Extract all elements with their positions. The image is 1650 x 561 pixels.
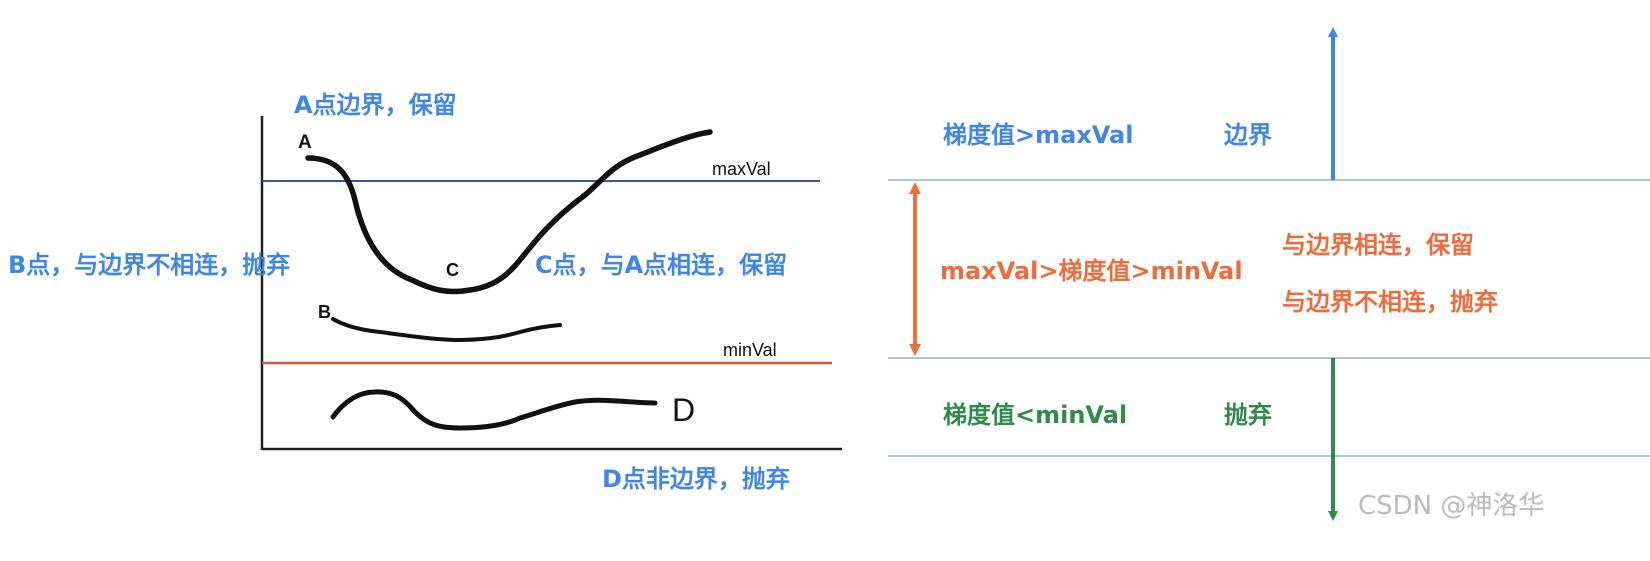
csdn-watermark: CSDN @神洛华 [1358,491,1544,521]
max-threshold-label: maxVal [712,159,771,179]
right-threshold-rules: 梯度值>maxVal 边界 maxVal>梯度值>minVal 与边界相连，保留… [888,27,1650,521]
result-connected-keep: 与边界相连，保留 [1282,231,1474,259]
left-hysteresis-sketch: maxVal minVal A B C D A点边界，保留 B点，与边界不相连，… [8,91,842,493]
point-d-letter: D [672,392,695,428]
curve-b [331,317,562,342]
note-a-boundary-keep: A点边界，保留 [294,91,457,119]
curve-a-to-c [305,129,713,295]
point-c-letter: C [446,260,459,280]
result-discard: 抛弃 [1224,401,1272,429]
condition-between: maxVal>梯度值>minVal [940,257,1243,285]
min-threshold-label: minVal [723,340,777,360]
point-a-letter: A [298,132,312,153]
note-d-not-boundary-discard: D点非边界，抛弃 [602,465,790,493]
curve-d [330,389,658,431]
point-b-letter: B [318,302,331,322]
note-b-disconnected-discard: B点，与边界不相连，抛弃 [8,251,290,279]
note-c-connected-keep: C点，与A点相连，保留 [535,251,787,279]
result-disconnected-discard: 与边界不相连，抛弃 [1282,288,1498,316]
result-boundary: 边界 [1224,121,1272,149]
condition-above-max: 梯度值>maxVal [943,121,1133,149]
condition-below-min: 梯度值<minVal [943,401,1127,429]
